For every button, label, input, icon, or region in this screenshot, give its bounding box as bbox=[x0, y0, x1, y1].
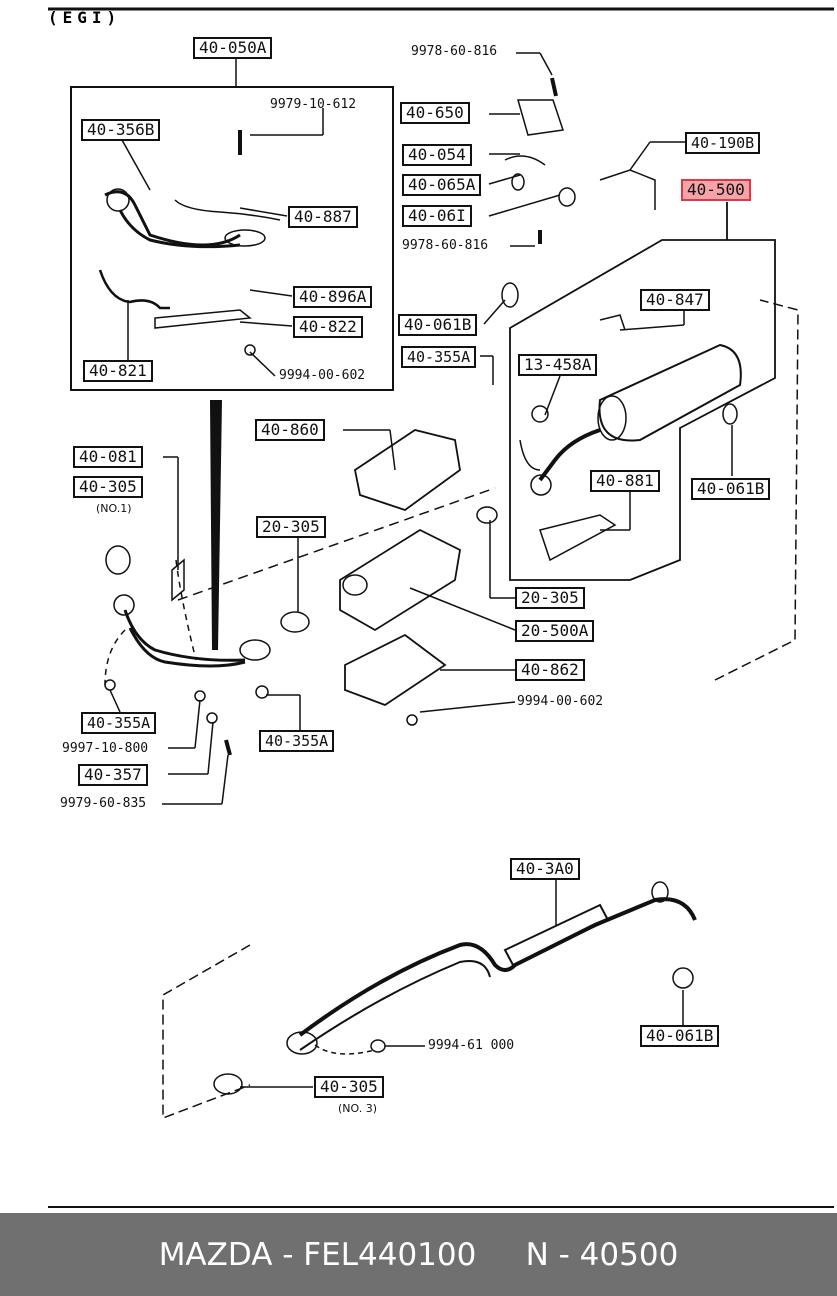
label-40-3a0: 40-3A0 bbox=[510, 858, 580, 880]
label-40-896a: 40-896A bbox=[293, 286, 373, 308]
label-40-305: 40-305 bbox=[314, 1076, 384, 1098]
part-number: 9994-00-602 bbox=[279, 368, 366, 383]
part-number: 9978-60-816 bbox=[402, 238, 489, 253]
label-40-650: 40-650 bbox=[400, 102, 470, 124]
label-40-061b: 40-061B bbox=[640, 1025, 720, 1047]
label-40-061b: 40-061B bbox=[691, 478, 771, 500]
note-no1: (NO.1) bbox=[96, 502, 132, 515]
exhaust-diagram bbox=[48, 7, 834, 1208]
part-number: 9994-00-602 bbox=[517, 694, 604, 709]
label-13-458a: 13-458A bbox=[518, 354, 598, 376]
label-40-356b: 40-356B bbox=[81, 119, 161, 141]
label-40-065a: 40-065A bbox=[402, 174, 482, 196]
label-40-862: 40-862 bbox=[515, 659, 585, 681]
label-40-357: 40-357 bbox=[78, 764, 148, 786]
part-number: 9979-60-835 bbox=[60, 796, 147, 811]
label-40-355a: 40-355A bbox=[401, 346, 477, 368]
label-20-305: 20-305 bbox=[256, 516, 326, 538]
part-number: 9978-60-816 bbox=[411, 44, 498, 59]
label-40-355a: 40-355A bbox=[259, 730, 335, 752]
footer-caption: MAZDA - FEL440100 N - 40500 bbox=[158, 1237, 679, 1273]
label-20-500a: 20-500A bbox=[515, 620, 595, 642]
label-40-847: 40-847 bbox=[640, 289, 710, 311]
label-40-305: 40-305 bbox=[73, 476, 143, 498]
engine-tag: (EGI) bbox=[48, 8, 122, 27]
label-40-050a: 40-050A bbox=[193, 37, 273, 59]
label-40-054: 40-054 bbox=[402, 144, 472, 166]
part-number: 9997-10-800 bbox=[62, 741, 149, 756]
part-number: 9979-10-612 bbox=[270, 97, 357, 112]
note-no3: (NO. 3) bbox=[338, 1102, 378, 1115]
strap-band bbox=[210, 400, 222, 650]
part-number: 9994-61 000 bbox=[428, 1038, 515, 1053]
label-40-355a: 40-355A bbox=[81, 712, 157, 734]
label-40-190b: 40-190B bbox=[685, 132, 761, 154]
label-40-821: 40-821 bbox=[83, 360, 153, 382]
label-40-500-highlighted: 40-500 bbox=[681, 179, 751, 201]
label-40-887: 40-887 bbox=[288, 206, 358, 228]
label-20-305: 20-305 bbox=[515, 587, 585, 609]
label-40-860: 40-860 bbox=[255, 419, 325, 441]
label-40-061b: 40-061B bbox=[398, 314, 478, 336]
label-40-881: 40-881 bbox=[590, 470, 660, 492]
label-40-822: 40-822 bbox=[293, 316, 363, 338]
footer-bar: MAZDA - FEL440100 N - 40500 bbox=[0, 1213, 837, 1296]
label-40-061: 40-06I bbox=[402, 205, 472, 227]
label-40-081: 40-081 bbox=[73, 446, 143, 468]
